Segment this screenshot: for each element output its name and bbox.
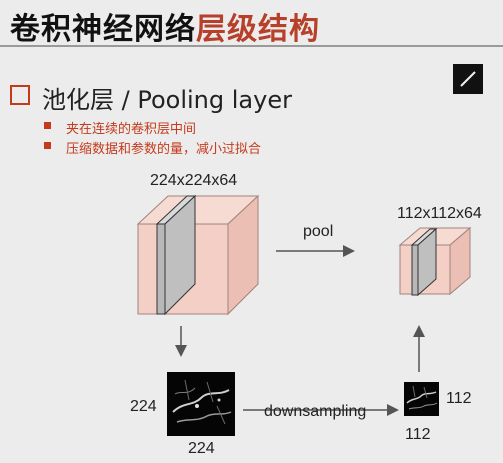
title-main-text: 卷积神经网络 (10, 12, 196, 47)
downsampling-label: downsampling (264, 403, 367, 420)
section-title: 池化层 / Pooling layer (42, 86, 292, 114)
pool-label: pool (303, 223, 334, 240)
input-feature-map-image (167, 372, 235, 436)
input-map-width-label: 224 (188, 440, 215, 457)
bullet-square-icon (44, 122, 51, 129)
title-divider (0, 45, 503, 47)
bullet-square-icon (44, 142, 51, 149)
output-map-height-label: 112 (446, 390, 472, 407)
input-map-height-label: 224 (130, 398, 157, 415)
output-volume-label: 112x112x64 (397, 205, 482, 222)
output-feature-map-image (404, 382, 439, 416)
bullet-text: 夹在连续的卷积层中间 (66, 122, 197, 137)
output-map-width-label: 112 (405, 426, 431, 443)
input-volume (136, 194, 260, 316)
section-box-icon (10, 85, 30, 105)
pen-icon (453, 64, 483, 94)
bullet-text: 压缩数据和参数的量，减小过拟合 (66, 142, 262, 157)
title-accent-text: 层级结构 (196, 12, 320, 47)
input-volume-label: 224x224x64 (150, 172, 238, 189)
output-volume (398, 226, 472, 297)
